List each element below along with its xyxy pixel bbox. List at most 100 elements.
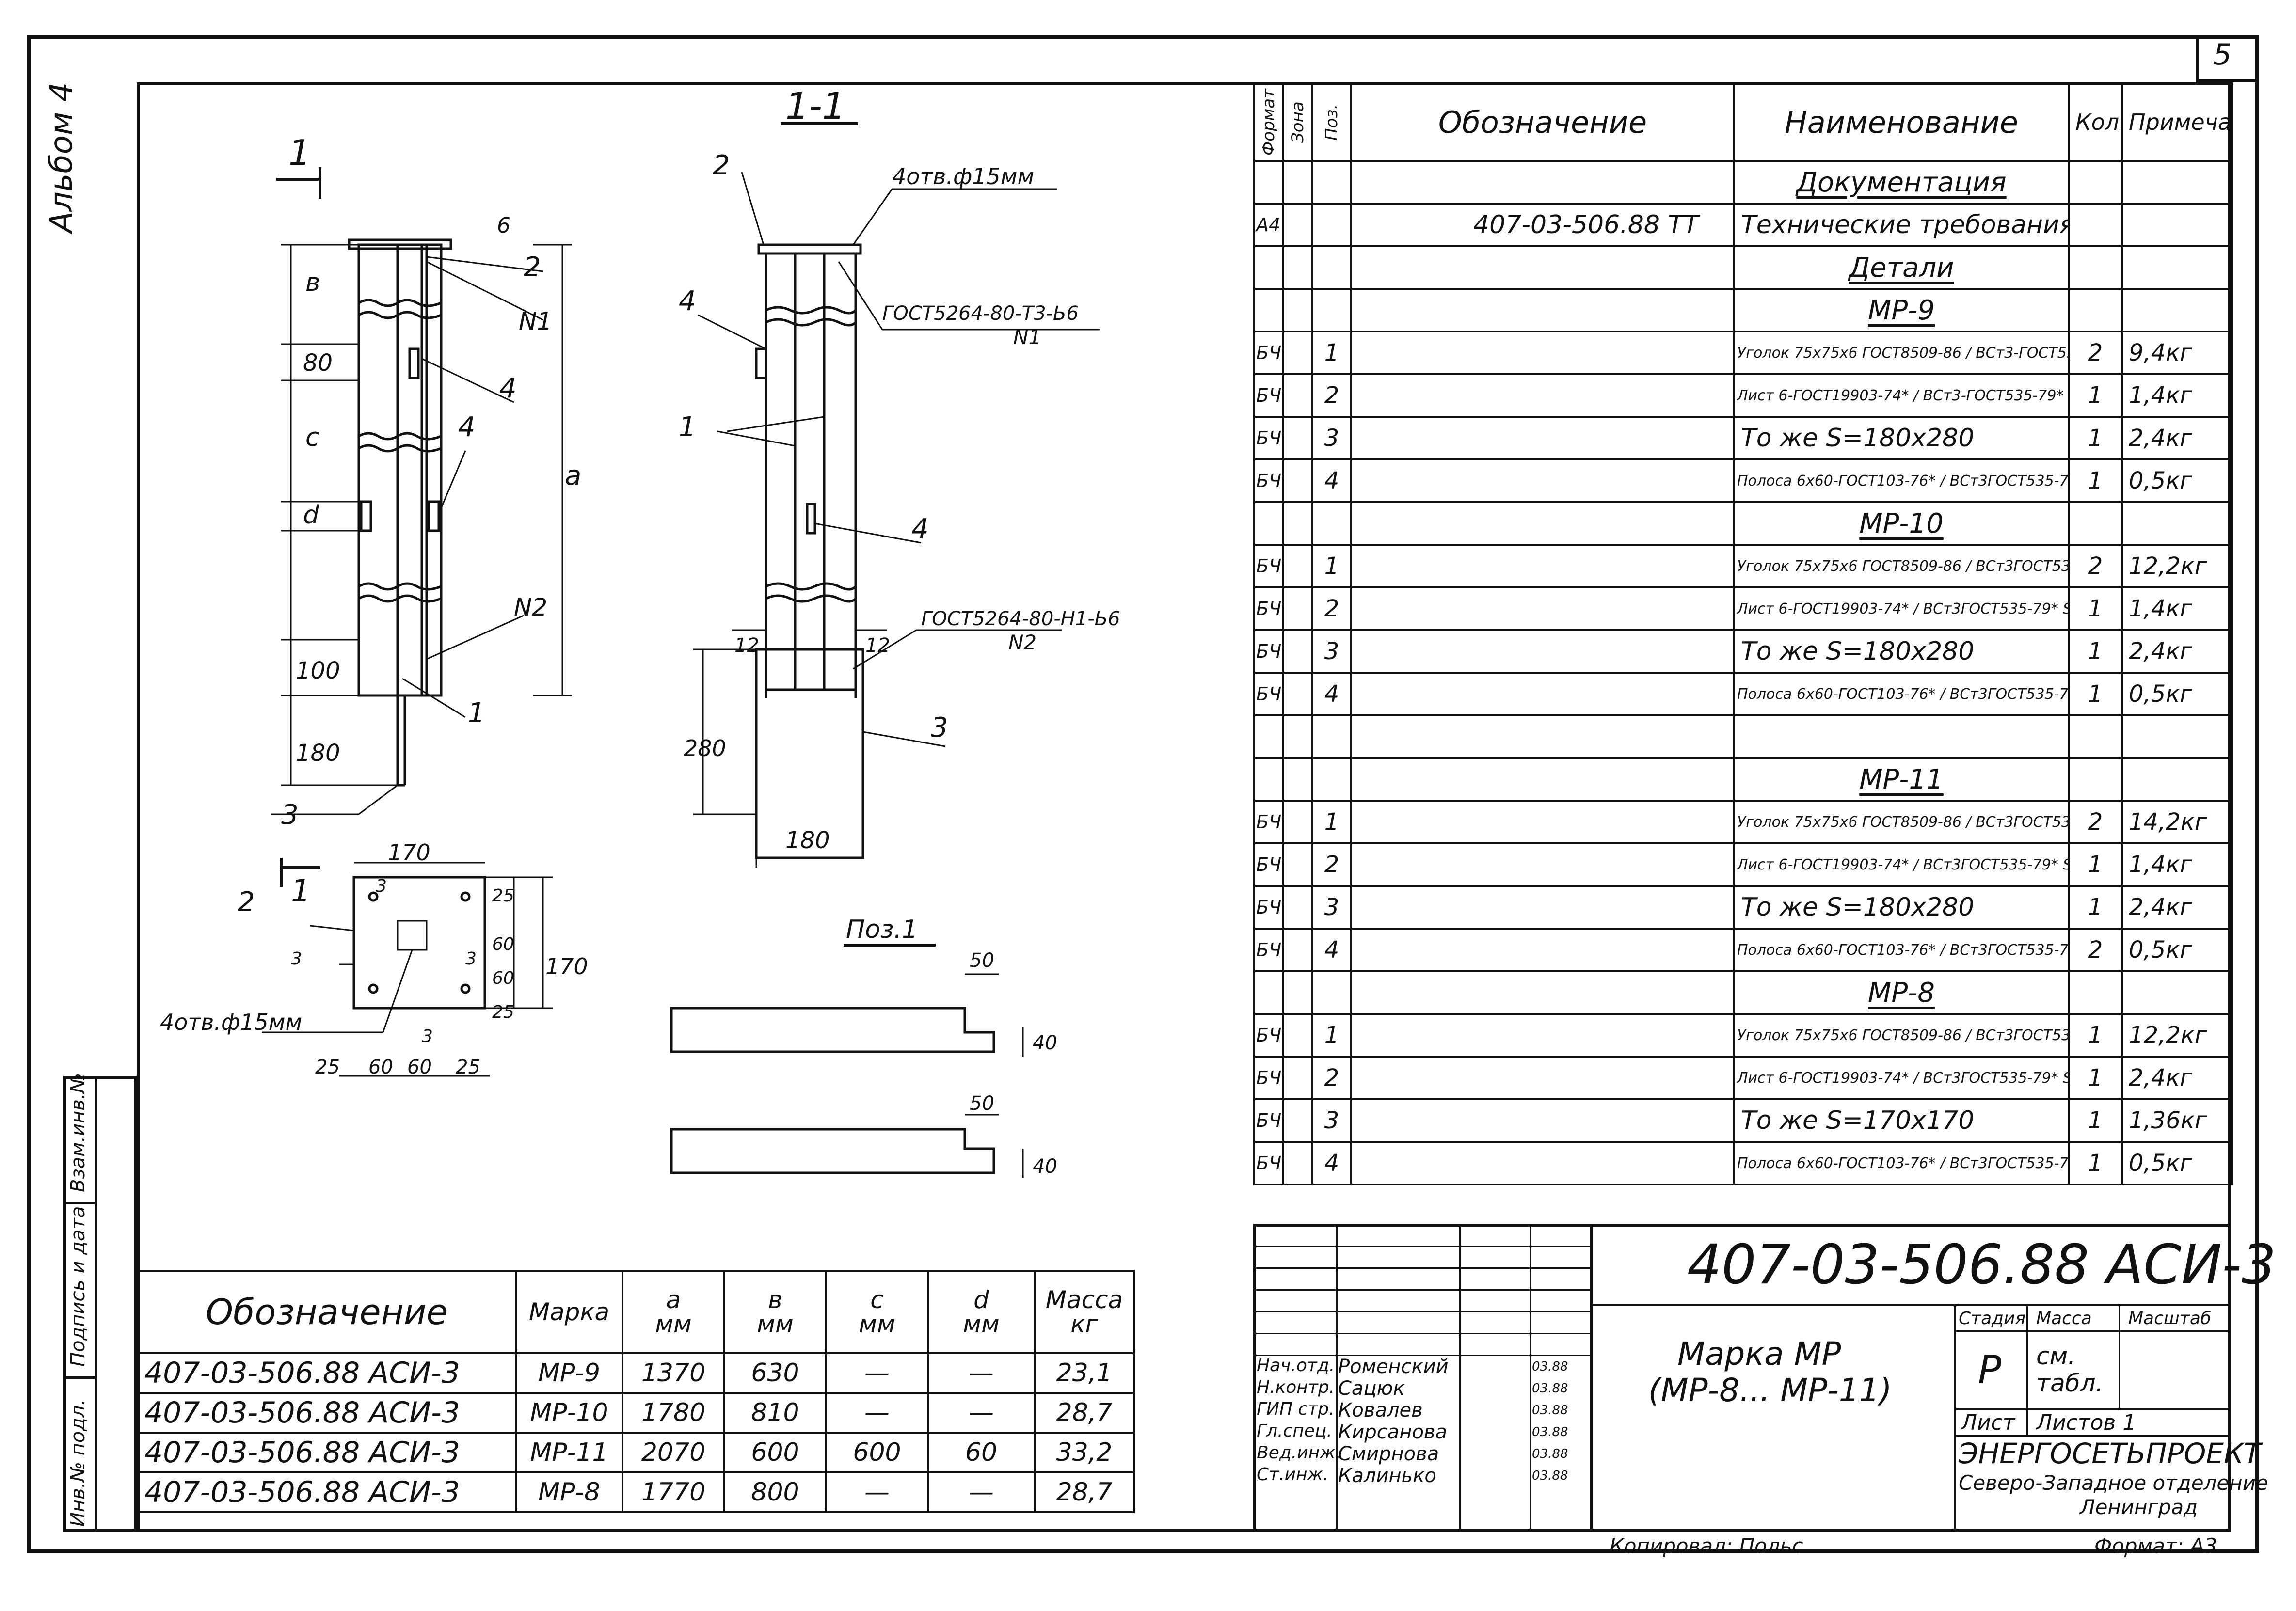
marks-cell: 1780	[622, 1392, 725, 1434]
spec-cell-pos	[1311, 203, 1352, 247]
title-line1: Марка МР	[1677, 1335, 1841, 1373]
spec-cell-qty	[2068, 501, 2123, 546]
spec-cell-qty	[2068, 203, 2123, 247]
spec-cell-pos	[1311, 288, 1352, 332]
spec-cell-des	[1350, 842, 1735, 887]
spec-cell-fmt: БЧ	[1253, 1141, 1284, 1185]
spec-cell-qty	[2068, 160, 2123, 205]
side-stamp-divider	[63, 1076, 97, 1532]
spec-cell-fmt: БЧ	[1253, 373, 1284, 418]
marks-cell: 28,7	[1034, 1471, 1135, 1513]
spec-cell-zone	[1282, 885, 1313, 930]
spec-cell-des	[1350, 1013, 1735, 1058]
left-pos-4a: 4	[499, 373, 517, 404]
spec-cell-name: МР-11	[1733, 757, 2070, 802]
spec-cell-qty: 1	[2068, 1098, 2123, 1143]
spec-cell-name: Технические требования	[1733, 203, 2070, 247]
outer-frame	[27, 35, 2259, 1553]
marks-cell: —	[927, 1392, 1036, 1434]
spec-cell-zone	[1282, 800, 1313, 844]
section-weld1: ГОСТ5264-80-Т3-Ь6	[882, 302, 1079, 325]
section-pos-3: 3	[931, 712, 948, 743]
spec-cell-note	[2121, 160, 2233, 205]
marks-cell: 1370	[622, 1352, 725, 1394]
spec-cell-name: Уголок 75x75x6 ГОСТ8509-86 / ВСт3-ГОСТ53…	[1733, 331, 2070, 375]
spec-cell-des	[1350, 1098, 1735, 1143]
spec-row: Документация	[1253, 160, 2233, 205]
spec-header-cell: Примечание	[2121, 82, 2233, 162]
spec-cell-des	[1350, 757, 1735, 802]
spec-header-cell: Зона	[1283, 83, 1312, 161]
marks-cell: МР-8	[515, 1471, 623, 1513]
poz1-title: Поз.1	[846, 915, 918, 944]
plan-dim-3b: 3	[291, 949, 302, 969]
spec-cell-fmt: БЧ	[1253, 1013, 1284, 1058]
spec-cell-pos: 4	[1311, 928, 1352, 972]
side-stamp	[63, 1076, 137, 1532]
spec-cell-des	[1350, 245, 1735, 290]
spec-cell-note: 2,4кг	[2121, 416, 2233, 460]
spec-cell-pos	[1311, 160, 1352, 205]
title-mass-label: Масса	[2036, 1309, 2092, 1328]
sheet-number: 5	[2213, 38, 2232, 72]
spec-cell-qty: 1	[2068, 672, 2123, 716]
dim-100: 100	[296, 657, 340, 684]
section-view	[693, 122, 1100, 868]
spec-cell-note: 1,36кг	[2121, 1098, 2233, 1143]
poz1-dim-40a: 40	[1033, 1032, 1057, 1054]
spec-cell-des	[1350, 544, 1735, 588]
spec-cell-name: Лист 6-ГОСТ19903-74* / ВСт3-ГОСТ535-79* …	[1733, 373, 2070, 418]
spec-header-cell: Формат	[1254, 83, 1283, 161]
marks-cell: —	[927, 1471, 1036, 1513]
left-view-mark: 1	[288, 132, 311, 173]
spec-cell-zone	[1282, 458, 1313, 503]
title-role-role: Нач.отд.	[1257, 1356, 1335, 1375]
spec-cell-note	[2121, 757, 2233, 802]
title-role-name: Смирнова	[1338, 1443, 1439, 1465]
title-stage-head-line	[1954, 1330, 2231, 1332]
title-stage-col	[1954, 1306, 2231, 1532]
spec-cell-des	[1350, 458, 1735, 503]
dim-6: 6	[497, 213, 510, 238]
spec-cell-pos	[1311, 757, 1352, 802]
marks-cell: —	[825, 1392, 929, 1434]
title-stage: Р	[1978, 1347, 2002, 1392]
spec-cell-pos	[1311, 714, 1352, 759]
spec-cell-name: Полоса 6x60-ГОСТ103-76* / ВСт3ГОСТ535-79…	[1733, 1141, 2070, 1185]
spec-cell-note: 2,4кг	[2121, 1056, 2233, 1100]
title-sheets-label: Листов 1	[2036, 1410, 2137, 1435]
title-stage-v2	[2119, 1306, 2120, 1408]
spec-cell-zone	[1282, 501, 1313, 546]
spec-cell-zone	[1282, 842, 1313, 887]
section-dim-180: 180	[785, 827, 830, 854]
spec-cell-name: Лист 6-ГОСТ19903-74* / ВСт3ГОСТ535-79* S…	[1733, 1056, 2070, 1100]
title-scale-label: Масштаб	[2128, 1309, 2212, 1328]
spec-cell-qty: 1	[2068, 1013, 2123, 1058]
poz1-dim-40b: 40	[1033, 1155, 1057, 1178]
spec-cell-qty: 1	[2068, 373, 2123, 418]
title-role-name: Роменский	[1338, 1356, 1449, 1378]
spec-cell-name: Детали	[1733, 245, 2070, 290]
spec-cell-pos: 4	[1311, 672, 1352, 716]
section-pos-4b: 4	[911, 513, 929, 545]
spec-cell-fmt	[1253, 757, 1284, 802]
spec-header-cell: Обозначение	[1350, 82, 1735, 162]
section-title: 1-1	[785, 84, 845, 127]
spec-cell-name: Полоса 6x60-ГОСТ103-76* / ВСт3ГОСТ535-79…	[1733, 458, 2070, 503]
spec-cell-des	[1350, 1141, 1735, 1185]
marks-cell: 810	[723, 1392, 827, 1434]
spec-cell-name: То же S=180x280	[1733, 416, 2070, 460]
section-pos-4a: 4	[679, 285, 696, 317]
spec-cell-zone	[1282, 544, 1313, 588]
plan-dim-170h: 170	[545, 953, 588, 979]
spec-cell-name: Лист 6-ГОСТ19903-74* / ВСт3ГОСТ535-79* S…	[1733, 586, 2070, 631]
spec-cell-note: 2,4кг	[2121, 885, 2233, 930]
